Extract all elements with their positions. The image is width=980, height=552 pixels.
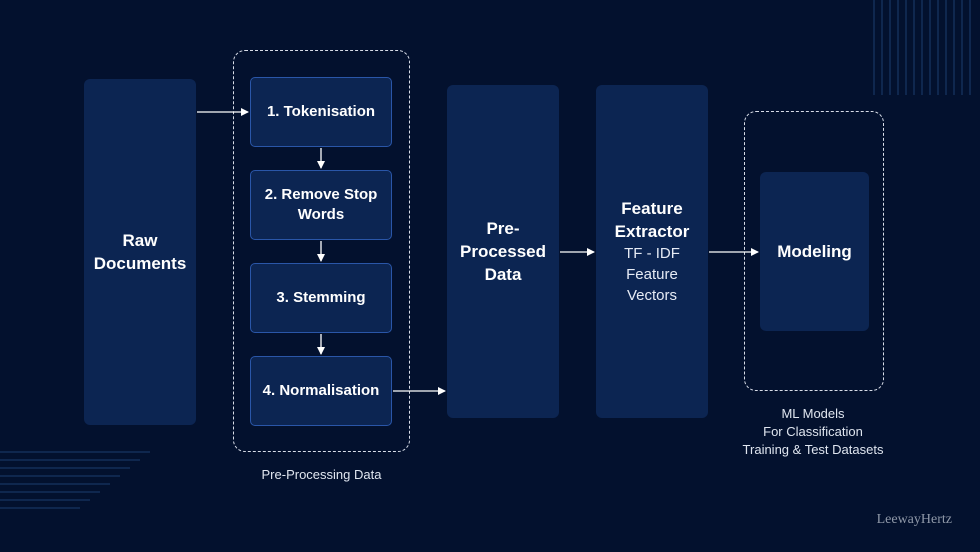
modeling-caption-line2: For Classification [763,424,863,439]
step-tokenisation-label: 1. Tokenisation [266,103,376,120]
step-remove-stop-words-line2: Words [297,206,345,223]
step-stemming: 3. Stemming [250,263,392,333]
feature-extractor-sub-line3: Vectors [626,287,678,304]
preprocessed-data-box: Pre- Processed Data [447,85,559,418]
preprocessed-data-line3: Data [484,265,522,284]
preprocessed-data-line1: Pre- [486,219,520,238]
preprocessing-caption: Pre-Processing Data [261,467,382,482]
step-normalisation-label: 4. Normalisation [262,382,380,399]
feature-extractor-sub-line1: TF - IDF [624,245,680,262]
feature-extractor-box: Feature Extractor TF - IDF Feature Vecto… [596,85,708,418]
modeling-caption-line3: Training & Test Datasets [742,442,884,457]
modeling-box: Modeling [760,172,869,331]
step-normalisation: 4. Normalisation [250,356,392,426]
modeling-caption: ML Models For Classification Training & … [722,405,904,459]
raw-documents-label-line2: Documents [93,254,187,273]
feature-extractor-title-line2: Extractor [614,222,690,241]
step-stemming-label: 3. Stemming [276,289,366,306]
step-tokenisation: 1. Tokenisation [250,77,392,147]
modeling-caption-line1: ML Models [781,406,845,421]
step-remove-stop-words-line1: 2. Remove Stop [264,186,378,203]
modeling-group [744,111,884,391]
modeling-label: Modeling [777,242,852,261]
step-remove-stop-words: 2. Remove Stop Words [250,170,392,240]
brand-logo: LeewayHertz [876,512,952,527]
preprocessed-data-line2: Processed [460,242,546,261]
raw-documents-box: Raw Documents [84,79,196,425]
feature-extractor-title-line1: Feature [621,199,683,218]
feature-extractor-sub-line2: Feature [626,266,678,283]
raw-documents-label-line1: Raw [122,231,158,250]
preprocessing-group [233,50,410,452]
